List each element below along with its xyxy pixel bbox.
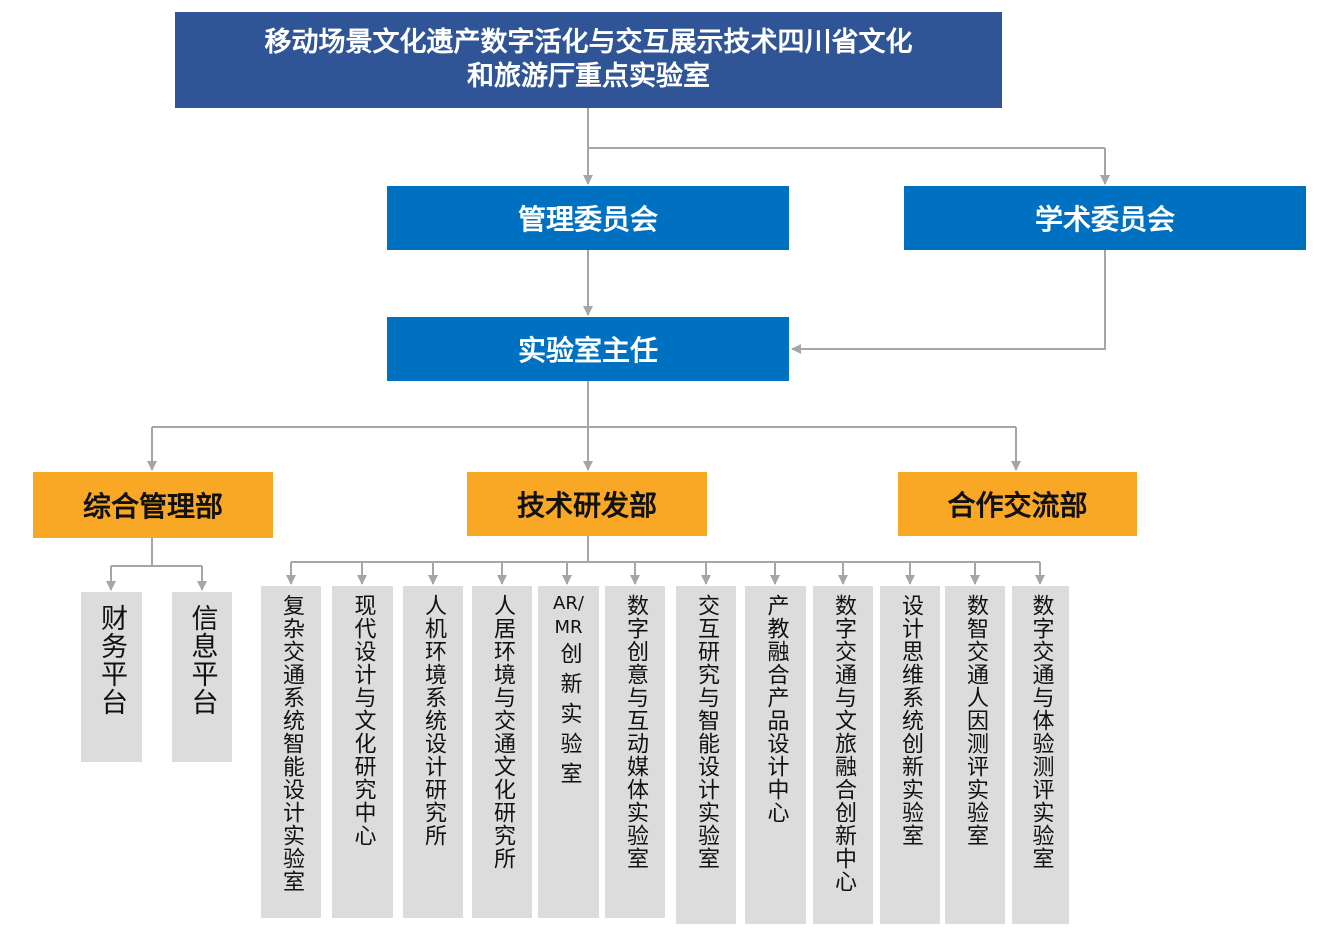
unit-label: 交互研究与智能设计实验室 (694, 594, 719, 870)
tech-unit: 设计思维系统创新实验室 (880, 586, 940, 924)
lab-title-box: 移动场景文化遗产数字活化与交互展示技术四川省文化 和旅游厅重点实验室 (175, 12, 1002, 108)
tech-unit: 产教融合产品设计中心 (745, 586, 806, 924)
tech-rd-dept: 技术研发部 (467, 472, 707, 536)
mr-label: MR (554, 617, 583, 638)
tech-unit: 数智交通人因测评实验室 (945, 586, 1005, 924)
tech-unit: 复杂交通系统智能设计实验室 (261, 586, 321, 918)
unit-label: 现代设计与文化研究中心 (350, 594, 376, 847)
tech-unit: 人居环境与交通文化研究所 (472, 586, 532, 918)
tech-unit: 现代设计与文化研究中心 (332, 586, 393, 918)
cooperation-exchange-dept: 合作交流部 (898, 472, 1137, 536)
unit-label: 财务平台 (96, 604, 127, 716)
tech-unit: 交互研究与智能设计实验室 (676, 586, 736, 924)
ar-mr-label: AR/ MR 创新实验室 (553, 592, 584, 792)
unit-label: 人机环境系统设计研究所 (421, 594, 446, 847)
director-box: 实验室主任 (387, 317, 789, 381)
tech-unit: 数字创意与互动媒体实验室 (605, 586, 665, 918)
unit-label: 信息平台 (186, 604, 218, 716)
cjk-label: 创新实验室 (556, 642, 582, 792)
lab-title-line1: 移动场景文化遗产数字活化与交互展示技术四川省文化 (264, 27, 913, 58)
general-unit: 财务平台 (81, 592, 142, 762)
unit-label: 设计思维系统创新实验室 (898, 594, 923, 847)
unit-label: 复杂交通系统智能设计实验室 (279, 594, 304, 893)
tech-unit: 数字交通与文旅融合创新中心 (813, 586, 873, 924)
general-unit: 信息平台 (172, 592, 232, 762)
unit-label: 产教融合产品设计中心 (763, 594, 789, 824)
lab-title-line2: 和旅游厅重点实验室 (467, 61, 710, 92)
tech-unit-ar-mr: AR/ MR 创新实验室 (538, 586, 599, 918)
unit-label: 数字交通与文旅融合创新中心 (831, 594, 856, 893)
tech-unit: 人机环境系统设计研究所 (403, 586, 463, 918)
tech-unit: 数字交通与体验测评实验室 (1012, 586, 1069, 924)
unit-label: 数智交通人因测评实验室 (963, 594, 988, 847)
academic-committee-box: 学术委员会 (904, 186, 1306, 250)
unit-label: 数字创意与互动媒体实验室 (623, 594, 648, 870)
ar-label: AR/ (553, 593, 584, 614)
management-committee-box: 管理委员会 (387, 186, 789, 250)
unit-label: 人居环境与交通文化研究所 (490, 594, 515, 870)
unit-label: 数字交通与体验测评实验室 (1028, 594, 1054, 870)
general-management-dept: 综合管理部 (33, 472, 273, 538)
